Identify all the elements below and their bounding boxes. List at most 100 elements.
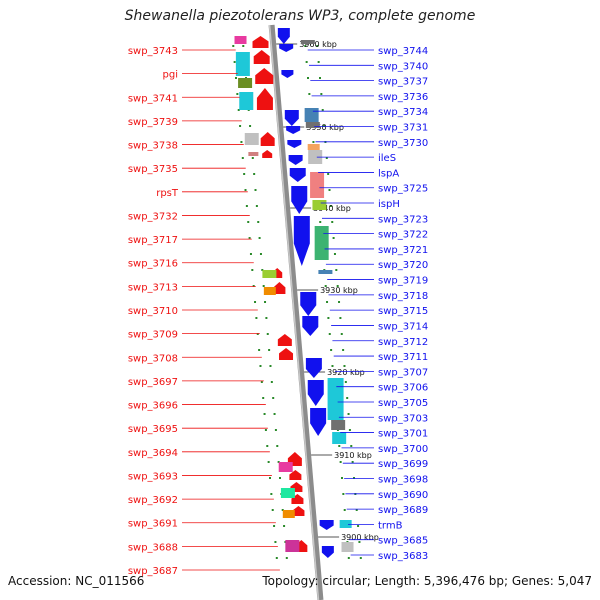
kbp-label: 3950 kbp — [306, 123, 344, 132]
reverse-gene-label: swp_3731 — [378, 123, 428, 134]
gene-block — [305, 122, 320, 128]
kbp-label: 3930 kbp — [320, 286, 358, 295]
reverse-gene-label: swp_3689 — [378, 505, 428, 516]
gene-block — [282, 510, 295, 518]
reverse-gene-label: ispH — [378, 199, 400, 210]
forward-gene-label: swp_3743 — [128, 46, 178, 57]
forward-gene-arrow — [262, 150, 273, 158]
reverse-gene-label: swp_3714 — [378, 321, 428, 332]
reverse-gene-arrow — [319, 520, 334, 530]
forward-gene-label: swp_3697 — [128, 377, 178, 388]
reverse-gene-label: swp_3740 — [378, 61, 428, 72]
gene-block — [318, 270, 333, 274]
kbp-label: 3940 kbp — [313, 204, 351, 213]
gene-block — [310, 172, 325, 198]
kbp-label: 3960 kbp — [299, 40, 337, 49]
gene-block — [234, 36, 247, 44]
forward-gene-label: swp_3710 — [128, 306, 178, 317]
gene-block — [341, 542, 354, 552]
gene-block — [308, 150, 323, 164]
forward-gene-label: swp_3709 — [128, 330, 178, 341]
gene-block — [312, 200, 327, 210]
reverse-gene-arrow — [279, 44, 294, 52]
backbone-highlight — [268, 24, 320, 600]
reverse-gene-label: ileS — [378, 153, 396, 164]
reverse-gene-label: trmB — [378, 520, 403, 531]
reverse-gene-label: swp_3685 — [378, 536, 428, 547]
reverse-gene-label: swp_3744 — [378, 46, 428, 57]
genome-title: Shewanella piezotolerans WP3, complete g… — [124, 8, 476, 24]
reverse-gene-arrow — [307, 380, 324, 406]
forward-gene-arrow — [256, 88, 273, 110]
forward-gene-arrow — [252, 36, 269, 48]
reverse-gene-label: swp_3707 — [378, 367, 428, 378]
gene-block — [314, 226, 329, 260]
reverse-gene-label: swp_3699 — [378, 459, 428, 470]
forward-gene-label: swp_3695 — [128, 424, 178, 435]
forward-gene-label: swp_3687 — [128, 566, 178, 577]
reverse-gene-label: swp_3711 — [378, 352, 428, 363]
reverse-gene-arrow — [300, 292, 317, 316]
gene-block — [278, 462, 293, 472]
reverse-gene-label: swp_3690 — [378, 490, 428, 501]
gene-block — [307, 144, 320, 150]
reverse-gene-label: swp_3703 — [378, 413, 428, 424]
reverse-gene-arrow — [302, 316, 319, 336]
reverse-gene-label: swp_3736 — [378, 92, 428, 103]
gene-block — [248, 152, 259, 156]
forward-gene-label: swp_3717 — [128, 235, 178, 246]
forward-gene-arrow — [292, 506, 305, 516]
reverse-gene-arrow — [310, 408, 327, 436]
reverse-gene-label: swp_3737 — [378, 77, 428, 88]
forward-gene-arrow — [279, 348, 294, 360]
chromosome-backbone — [268, 24, 324, 600]
reverse-gene-label: swp_3719 — [378, 276, 428, 287]
reverse-gene-label: swp_3698 — [378, 474, 428, 485]
reverse-gene-label: lspA — [378, 168, 399, 179]
forward-gene-arrow — [289, 470, 302, 480]
reverse-gene-arrow — [291, 186, 308, 214]
forward-gene-label: swp_3713 — [128, 282, 178, 293]
reverse-gene-label: swp_3734 — [378, 107, 428, 118]
reverse-gene-label: swp_3701 — [378, 429, 428, 440]
forward-gene-arrow — [253, 50, 270, 64]
kbp-label: 3900 kbp — [341, 533, 379, 542]
reverse-gene-label: swp_3700 — [378, 444, 428, 455]
gene-block — [327, 378, 344, 420]
reverse-gene-label: swp_3683 — [378, 551, 428, 562]
reverse-gene-arrow — [281, 70, 294, 78]
forward-gene-arrow — [277, 334, 292, 346]
reverse-gene-arrow — [293, 216, 310, 266]
forward-gene-label: swp_3738 — [128, 141, 178, 152]
reverse-gene-label: swp_3730 — [378, 138, 428, 149]
forward-gene-label: swp_3694 — [128, 448, 178, 459]
gene-block — [280, 488, 295, 498]
gene-block — [285, 540, 300, 552]
reverse-gene-arrow — [287, 140, 302, 148]
gene-block — [262, 270, 277, 278]
forward-gene-label: rpsT — [156, 188, 179, 199]
gene-block — [339, 520, 352, 528]
forward-gene-label: swp_3692 — [128, 495, 178, 506]
forward-gene-arrow — [260, 132, 275, 146]
reverse-gene-label: swp_3721 — [378, 245, 428, 256]
reverse-gene-label: swp_3720 — [378, 260, 428, 271]
reverse-gene-arrow — [305, 358, 322, 378]
accession-label: Accession: NC_011566 — [8, 574, 145, 588]
gene-block — [332, 432, 347, 444]
reverse-gene-arrow — [321, 546, 334, 558]
forward-gene-label: swp_3741 — [128, 93, 178, 104]
genome-summary: Topology: circular; Length: 5,396,476 bp… — [262, 574, 592, 588]
gene-block — [238, 78, 253, 88]
reverse-gene-label: swp_3718 — [378, 291, 428, 302]
forward-gene-label: swp_3735 — [128, 164, 178, 175]
reverse-gene-arrow — [289, 168, 306, 182]
forward-gene-label: swp_3696 — [128, 401, 178, 412]
forward-gene-label: swp_3732 — [128, 211, 178, 222]
reverse-gene-arrow — [288, 155, 303, 165]
gene-block — [263, 287, 276, 295]
gene-block — [244, 133, 259, 145]
forward-gene-label: swp_3691 — [128, 519, 178, 530]
reverse-gene-label: swp_3706 — [378, 383, 428, 394]
